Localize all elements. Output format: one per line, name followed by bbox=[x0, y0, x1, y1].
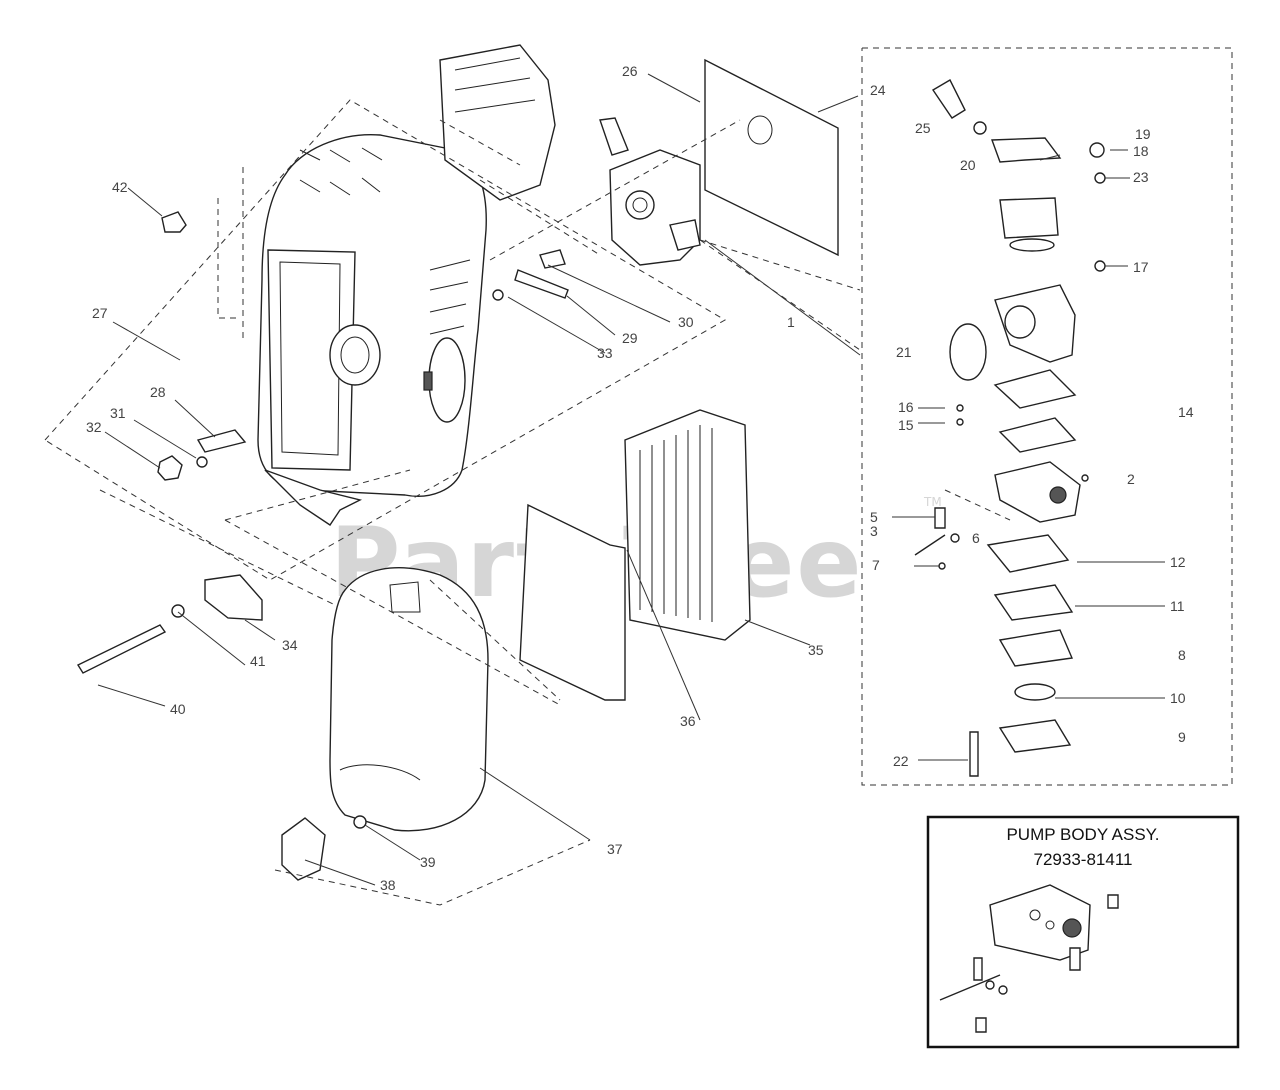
callout-5: 5 bbox=[870, 509, 878, 525]
knob bbox=[281, 817, 326, 881]
callout-1: 1 bbox=[787, 314, 795, 330]
callout-25: 25 bbox=[915, 120, 931, 136]
callout-17: 17 bbox=[1133, 259, 1149, 275]
callout-19: 19 bbox=[1135, 126, 1151, 142]
callout-33: 33 bbox=[597, 345, 613, 361]
callout-36: 36 bbox=[680, 713, 696, 729]
callout-40: 40 bbox=[170, 701, 186, 717]
callout-12: 12 bbox=[1170, 554, 1186, 570]
plate-28 bbox=[196, 429, 247, 453]
callout-23: 23 bbox=[1133, 169, 1149, 185]
inset-title-line1: PUMP BODY ASSY. bbox=[1006, 825, 1159, 844]
callout-39: 39 bbox=[420, 854, 436, 870]
callout-35: 35 bbox=[808, 642, 824, 658]
callout-labels: 1 2 3 5 6 7 8 9 10 11 12 14 15 16 17 18 … bbox=[86, 63, 1194, 893]
callout-28: 28 bbox=[150, 384, 166, 400]
callout-29: 29 bbox=[622, 330, 638, 346]
callout-22: 22 bbox=[893, 753, 909, 769]
callout-18: 18 bbox=[1133, 143, 1149, 159]
air-cleaner-case bbox=[257, 44, 556, 526]
callout-11: 11 bbox=[1170, 598, 1185, 614]
callout-31: 31 bbox=[110, 405, 126, 421]
callout-3: 3 bbox=[870, 523, 878, 539]
callout-6: 6 bbox=[972, 530, 980, 546]
air-cleaner-cover bbox=[329, 567, 489, 832]
callout-16: 16 bbox=[898, 399, 914, 415]
dashed-assembly-lines bbox=[44, 47, 1233, 906]
callout-9: 9 bbox=[1178, 729, 1186, 745]
watermark-trademark: TM bbox=[923, 495, 942, 509]
leader-lines bbox=[97, 73, 1165, 886]
callout-8: 8 bbox=[1178, 647, 1186, 663]
callout-14: 14 bbox=[1178, 404, 1194, 420]
bracket bbox=[204, 574, 263, 621]
callout-2: 2 bbox=[1127, 471, 1135, 487]
inset-title-line2: 72933-81411 bbox=[1034, 850, 1133, 869]
washer bbox=[353, 815, 367, 829]
callout-21: 21 bbox=[896, 344, 912, 360]
callout-7: 7 bbox=[872, 557, 880, 573]
callout-20: 20 bbox=[960, 157, 976, 173]
callout-32: 32 bbox=[86, 419, 102, 435]
callout-15: 15 bbox=[898, 417, 914, 433]
callout-30: 30 bbox=[678, 314, 694, 330]
callout-37: 37 bbox=[607, 841, 623, 857]
callout-10: 10 bbox=[1170, 690, 1186, 706]
air-filter-element bbox=[624, 409, 751, 641]
callout-41: 41 bbox=[250, 653, 266, 669]
pump-body-assy-inset: PUMP BODY ASSY. 72933-81411 bbox=[926, 815, 1240, 1049]
callout-26: 26 bbox=[622, 63, 638, 79]
callout-34: 34 bbox=[282, 637, 298, 653]
callout-38: 38 bbox=[380, 877, 396, 893]
carburetor-gasket bbox=[704, 58, 839, 257]
callout-24: 24 bbox=[870, 82, 886, 98]
pre-filter-sponge bbox=[519, 503, 626, 701]
callout-42: 42 bbox=[112, 179, 128, 195]
long-bolt bbox=[76, 624, 167, 674]
callout-27: 27 bbox=[92, 305, 108, 321]
carburetor bbox=[599, 117, 701, 266]
carburetor-exploded-parts bbox=[914, 79, 1106, 777]
